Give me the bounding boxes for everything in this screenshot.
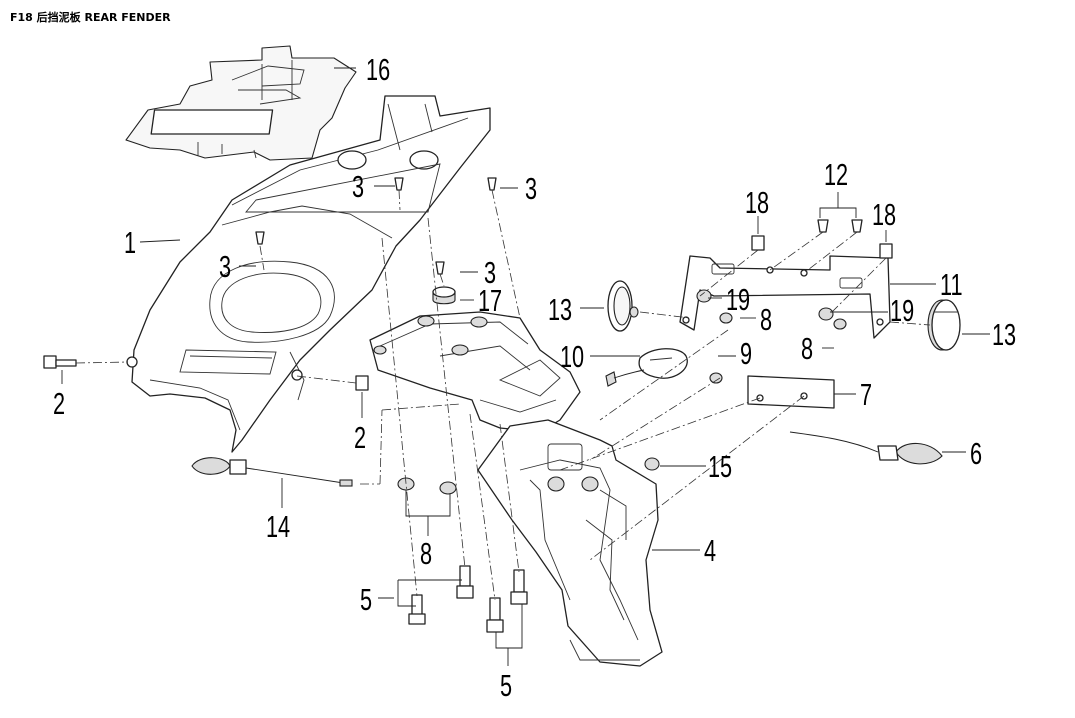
callout-15: 15 (708, 449, 732, 484)
part-13-reflector-left (607, 280, 639, 332)
callout-8-right-b: 8 (801, 331, 813, 366)
part-14-turn-signal-left (191, 457, 353, 487)
callout-18-right: 18 (872, 197, 896, 232)
callout-4: 4 (704, 533, 716, 568)
callout-10: 10 (560, 339, 584, 374)
callout-3-top: 3 (352, 169, 364, 204)
callout-18-left: 18 (745, 185, 769, 220)
callout-3-left: 3 (219, 249, 231, 284)
callout-leaders (61, 67, 990, 666)
bracket-assembly (369, 311, 581, 433)
callout-13-right: 13 (992, 317, 1016, 352)
part-10-license-light (605, 348, 688, 387)
callout-6: 6 (970, 436, 982, 471)
callout-16: 16 (366, 52, 390, 87)
callout-17: 17 (478, 283, 502, 318)
part-17-rubber (432, 286, 456, 305)
part-7-plate (747, 375, 835, 409)
part-16-tray (125, 45, 357, 161)
page-title: F18 后挡泥板 REAR FENDER (10, 11, 171, 24)
part-11-bracket (679, 255, 891, 339)
callout-5-bottom: 5 (500, 668, 512, 703)
alignment-lines (75, 189, 931, 601)
part-13-reflector-right (927, 299, 961, 351)
callout-11: 11 (940, 267, 963, 302)
part-4-license-holder (477, 419, 663, 667)
callout-7: 7 (860, 377, 872, 412)
part-6-turn-signal-right (789, 431, 943, 465)
callout-8-bottom: 8 (420, 536, 432, 571)
callout-13-left: 13 (548, 292, 572, 327)
callout-labels: 16 1 3 3 3 3 12 18 18 11 17 13 19 8 19 1… (53, 52, 1016, 703)
callout-19-left: 19 (726, 282, 750, 317)
callout-2-left: 2 (53, 386, 65, 421)
callout-8-right-a: 8 (760, 302, 772, 337)
callout-1: 1 (124, 225, 136, 260)
callout-19-right: 19 (890, 293, 914, 328)
callout-14: 14 (266, 509, 290, 544)
callout-3-right: 3 (525, 171, 537, 206)
callout-9: 9 (740, 336, 752, 371)
callout-12: 12 (824, 157, 848, 192)
callout-5-left: 5 (360, 582, 372, 617)
callout-3-mid: 3 (484, 255, 496, 290)
callout-2-mid: 2 (354, 420, 366, 455)
fasteners (43, 177, 893, 633)
